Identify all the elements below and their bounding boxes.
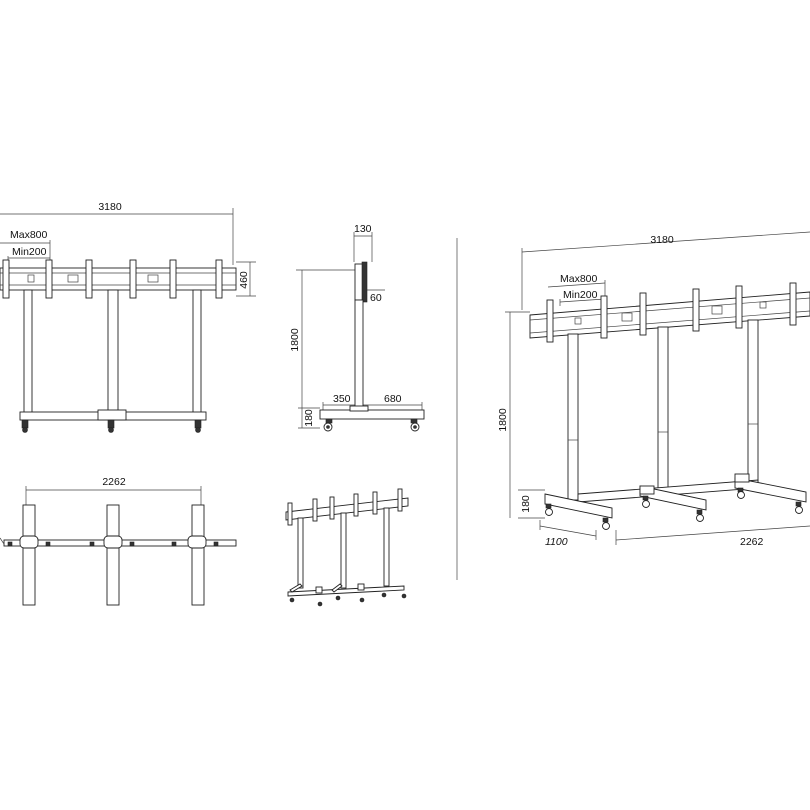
front-max-label: Max800 [10,229,48,241]
side-base-left-label: 350 [333,393,351,405]
side-offset-label: 60 [370,292,382,304]
front-height-label: 460 [238,271,250,289]
isometric-view: 3180 Max800 Min200 1800 180 1100 2262 [497,231,810,548]
top-view: 2262 [0,476,237,606]
front-width-label: 3180 [98,201,122,213]
side-view: 130 60 1800 180 350 680 [289,223,425,432]
front-min-label: Min200 [12,246,47,258]
side-top-label: 130 [354,223,372,235]
side-foot-label: 180 [303,409,315,427]
iso-width-label: 3180 [650,234,674,246]
side-height-label: 1800 [289,328,301,352]
iso-base-width-label: 2262 [740,536,764,548]
top-width-label: 2262 [102,476,126,488]
small-perspective-view [285,488,409,607]
iso-height-label: 1800 [497,408,509,432]
iso-max-label: Max800 [560,273,598,285]
iso-depth-label: 1100 [545,536,568,548]
iso-foot-label: 180 [520,495,532,513]
front-view: 3180 Max800 Min200 460 [0,201,256,433]
side-base-right-label: 680 [384,393,402,405]
iso-min-label: Min200 [563,289,598,301]
